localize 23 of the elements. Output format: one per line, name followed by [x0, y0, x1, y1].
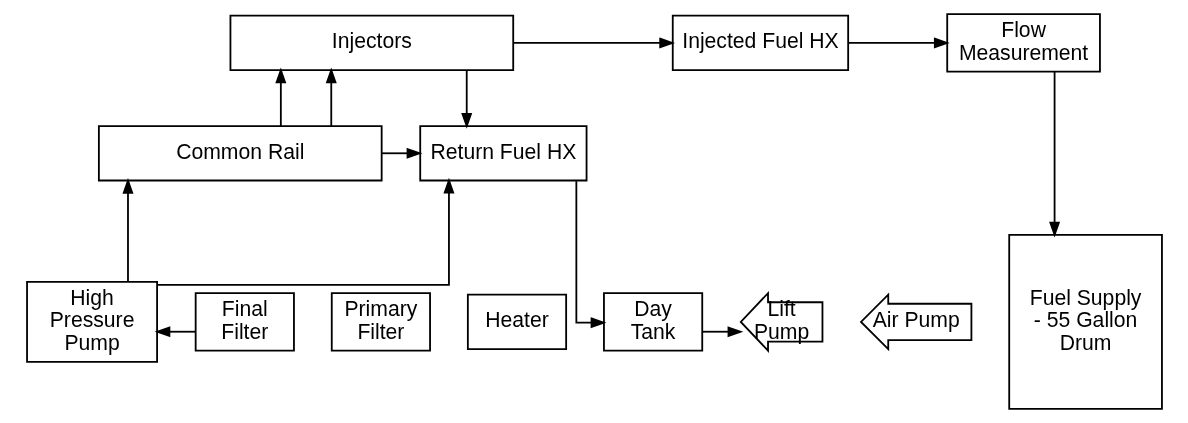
arrow — [511, 37, 675, 49]
arrow — [274, 67, 286, 127]
node-box: Common Rail — [97, 125, 383, 182]
node-box: Flow Measurement — [945, 13, 1101, 73]
node-box: Heater — [466, 293, 567, 350]
node-box: Fuel Supply - 55 Gallon Drum — [1007, 234, 1163, 410]
arrow — [460, 69, 472, 129]
node-box: High Pressure Pump — [25, 280, 158, 363]
node-box: Primary Filter — [330, 292, 431, 352]
node-box: Return Fuel HX — [418, 125, 587, 182]
arrow — [847, 37, 950, 49]
arrow — [121, 177, 133, 283]
arrow — [380, 147, 422, 159]
arrow — [1048, 70, 1060, 238]
node-box: Injected Fuel HX — [671, 14, 849, 71]
arrow — [154, 326, 197, 338]
arrow — [155, 177, 454, 286]
node-box: Final Filter — [194, 292, 295, 352]
arrow — [574, 180, 606, 329]
node-box: Injectors — [229, 14, 514, 71]
arrow — [701, 326, 743, 338]
arrow — [325, 67, 337, 127]
node-box: Day Tank — [602, 292, 703, 352]
